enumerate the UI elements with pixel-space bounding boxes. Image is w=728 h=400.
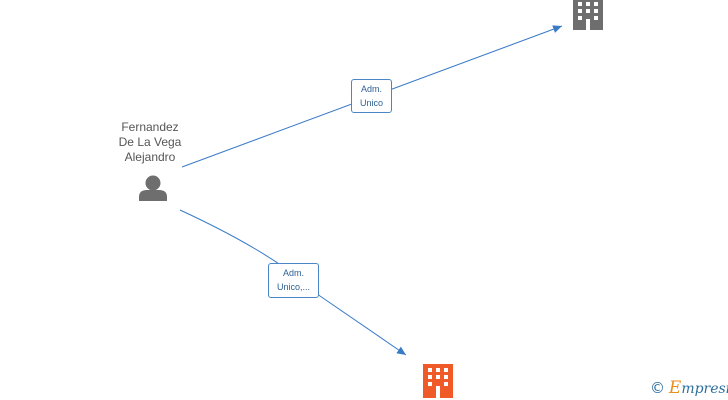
brand-rest: mpresia <box>681 381 728 397</box>
building-icon[interactable] <box>573 0 603 30</box>
brand-initial: E <box>668 378 682 398</box>
person-name-line-3: Alejandro <box>124 150 176 164</box>
edge-label-company-bottom: Adm. Unico,... <box>268 263 319 298</box>
person-name-line-2: De La Vega <box>118 135 182 149</box>
edge-label-company-top: Adm. Unico <box>351 79 392 113</box>
edge-label-line-2: Unico <box>359 98 383 108</box>
person-name[interactable]: Fernandez De La Vega Alejandro <box>100 120 200 165</box>
empresia-watermark: © Empresia <box>650 378 728 398</box>
edge-label-line-2: Unico,... <box>276 282 310 292</box>
edge-label-line-1: Adm. <box>282 268 304 278</box>
building-icon[interactable] <box>423 364 453 398</box>
brand-logo: Empresia <box>668 378 728 398</box>
copyright-icon: © <box>650 379 665 397</box>
person-icon[interactable] <box>139 175 167 202</box>
person-name-line-1: Fernandez <box>121 120 179 134</box>
edge-label-line-1: Adm. <box>360 84 382 94</box>
